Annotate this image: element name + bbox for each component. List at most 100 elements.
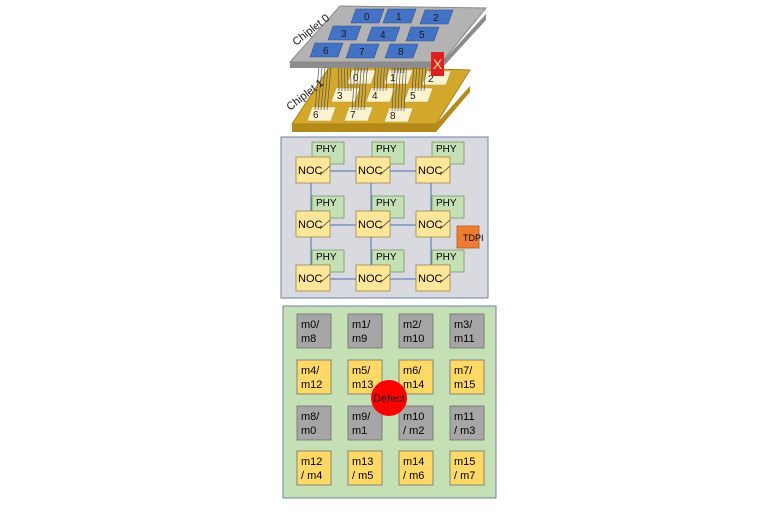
memory-cell-label-secondary: / m4	[301, 470, 322, 482]
noc-label: NOC	[418, 165, 443, 177]
chiplet0-tile	[405, 26, 440, 42]
memory-cell-label-primary: m7/	[454, 365, 473, 377]
memory-cell	[296, 313, 332, 349]
memory-cell	[449, 405, 485, 441]
memory-cell	[347, 313, 383, 349]
memory-cell	[398, 359, 434, 395]
noc-label: NOC	[298, 165, 323, 177]
noc-port-line	[439, 165, 451, 176]
chiplet1-tile	[383, 69, 414, 85]
memory-cell-label-secondary: / m3	[454, 425, 475, 437]
memory-cell-label-secondary: m0	[301, 425, 316, 437]
chiplet1-tile	[365, 87, 396, 103]
chiplet0-tile	[366, 26, 401, 42]
noc-label: NOC	[418, 273, 443, 285]
memory-cell	[296, 450, 332, 486]
memory-cell-label-secondary: m10	[403, 333, 424, 345]
memory-cell-label-primary: m10	[403, 411, 424, 423]
chiplet1-tile-number: 8	[390, 111, 396, 122]
chiplet1-tile	[403, 87, 434, 103]
memory-cell-label-secondary: / m7	[454, 470, 475, 482]
memory-cell-label-secondary: m8	[301, 333, 316, 345]
phy-label: PHY	[316, 252, 337, 263]
memory-cell-label-primary: m12	[301, 456, 322, 468]
noc-panel: PHY NOC PHY NOC PHY NOC PHY NOC PHY NOC PHY NOC PHY N…	[280, 136, 489, 299]
noc-port-line	[319, 165, 331, 176]
chiplet0-tile	[309, 42, 344, 58]
phy-label: PHY	[316, 144, 337, 155]
memory-cells: m0/m8m1/m9m2/m10m3/m11m4/m12m5/m13m6/m14…	[296, 313, 485, 486]
noc-port-line	[439, 273, 451, 284]
memory-cell-label-primary: m3/	[454, 319, 473, 331]
memory-cell-label-secondary: m1	[352, 425, 367, 437]
noc-label: NOC	[358, 273, 383, 285]
noc-label: NOC	[358, 165, 383, 177]
tdpi-label: TDPI	[463, 233, 484, 243]
memory-cell	[449, 359, 485, 395]
memory-cell-label-primary: m11	[454, 411, 475, 423]
memory-cell	[398, 450, 434, 486]
memory-cell-label-secondary: m14	[403, 379, 424, 391]
memory-cell	[296, 405, 332, 441]
noc-port-line	[439, 219, 451, 230]
chiplet0-tile-number: 3	[341, 29, 347, 40]
memory-cell-label-secondary: m9	[352, 333, 367, 345]
noc-port-line	[379, 165, 391, 176]
memory-cell	[449, 450, 485, 486]
chiplet1-tile-number: 0	[353, 73, 359, 84]
memory-cell	[347, 450, 383, 486]
phy-label: PHY	[376, 198, 397, 209]
memory-cell-label-primary: m4/	[301, 365, 320, 377]
phy-label: PHY	[436, 198, 457, 209]
noc-port-line	[319, 273, 331, 284]
phy-label: PHY	[376, 252, 397, 263]
chiplet0-tile-number: 7	[359, 47, 365, 58]
noc-label: NOC	[298, 273, 323, 285]
memory-cell-label-primary: m9/	[352, 411, 371, 423]
noc-router	[355, 156, 391, 184]
memory-cell-label-primary: m0/	[301, 319, 320, 331]
noc-router	[415, 210, 451, 238]
chiplet1-board-edge	[292, 86, 470, 132]
chiplet1-tile	[306, 106, 337, 122]
chiplet0-tile-number: 0	[364, 12, 370, 23]
noc-router	[295, 156, 331, 184]
noc-router	[415, 156, 451, 184]
memory-cell-label-primary: m6/	[403, 365, 422, 377]
noc-router	[355, 210, 391, 238]
memory-cell-label-primary: m14	[403, 456, 424, 468]
memory-cell-label-secondary: m13	[352, 379, 373, 391]
memory-cell	[347, 405, 383, 441]
memory-cell-label-secondary: / m6	[403, 470, 424, 482]
memory-cell	[398, 313, 434, 349]
chiplet0-board-edge	[290, 14, 486, 68]
chiplet1-tile-number: 4	[372, 91, 378, 102]
noc-port-line	[319, 219, 331, 230]
memory-cell-label-secondary: / m2	[403, 425, 424, 437]
chiplet0-tile-number: 1	[396, 12, 402, 23]
chiplet0-tile	[345, 43, 380, 59]
memory-cell-label-primary: m13	[352, 456, 373, 468]
chiplet0-tile-number: 4	[380, 30, 386, 41]
chiplet0-tile	[350, 8, 385, 24]
memory-panel: m0/m8m1/m9m2/m10m3/m11m4/m12m5/m13m6/m14…	[282, 305, 497, 499]
memory-cell-label-secondary: m15	[454, 379, 475, 391]
phy-label: PHY	[376, 144, 397, 155]
fault-marker-label: X	[433, 56, 443, 72]
chiplet1-tile-number: 6	[313, 110, 319, 121]
memory-cell-label-primary: m1/	[352, 319, 371, 331]
defect-label: Defect	[373, 393, 405, 405]
chiplet1-tile-number: 2	[428, 74, 434, 85]
memory-cell-label-primary: m2/	[403, 319, 422, 331]
memory-cell	[398, 405, 434, 441]
memory-cell-label-primary: m15	[454, 456, 475, 468]
defect-marker	[371, 380, 407, 416]
memory-cell	[449, 313, 485, 349]
chiplet0-tile	[327, 25, 362, 41]
noc-label: NOC	[298, 219, 323, 231]
noc-port-line	[379, 219, 391, 230]
memory-cell-label-secondary: m12	[301, 379, 322, 391]
noc-label: NOC	[418, 219, 443, 231]
phy-label: PHY	[316, 198, 337, 209]
